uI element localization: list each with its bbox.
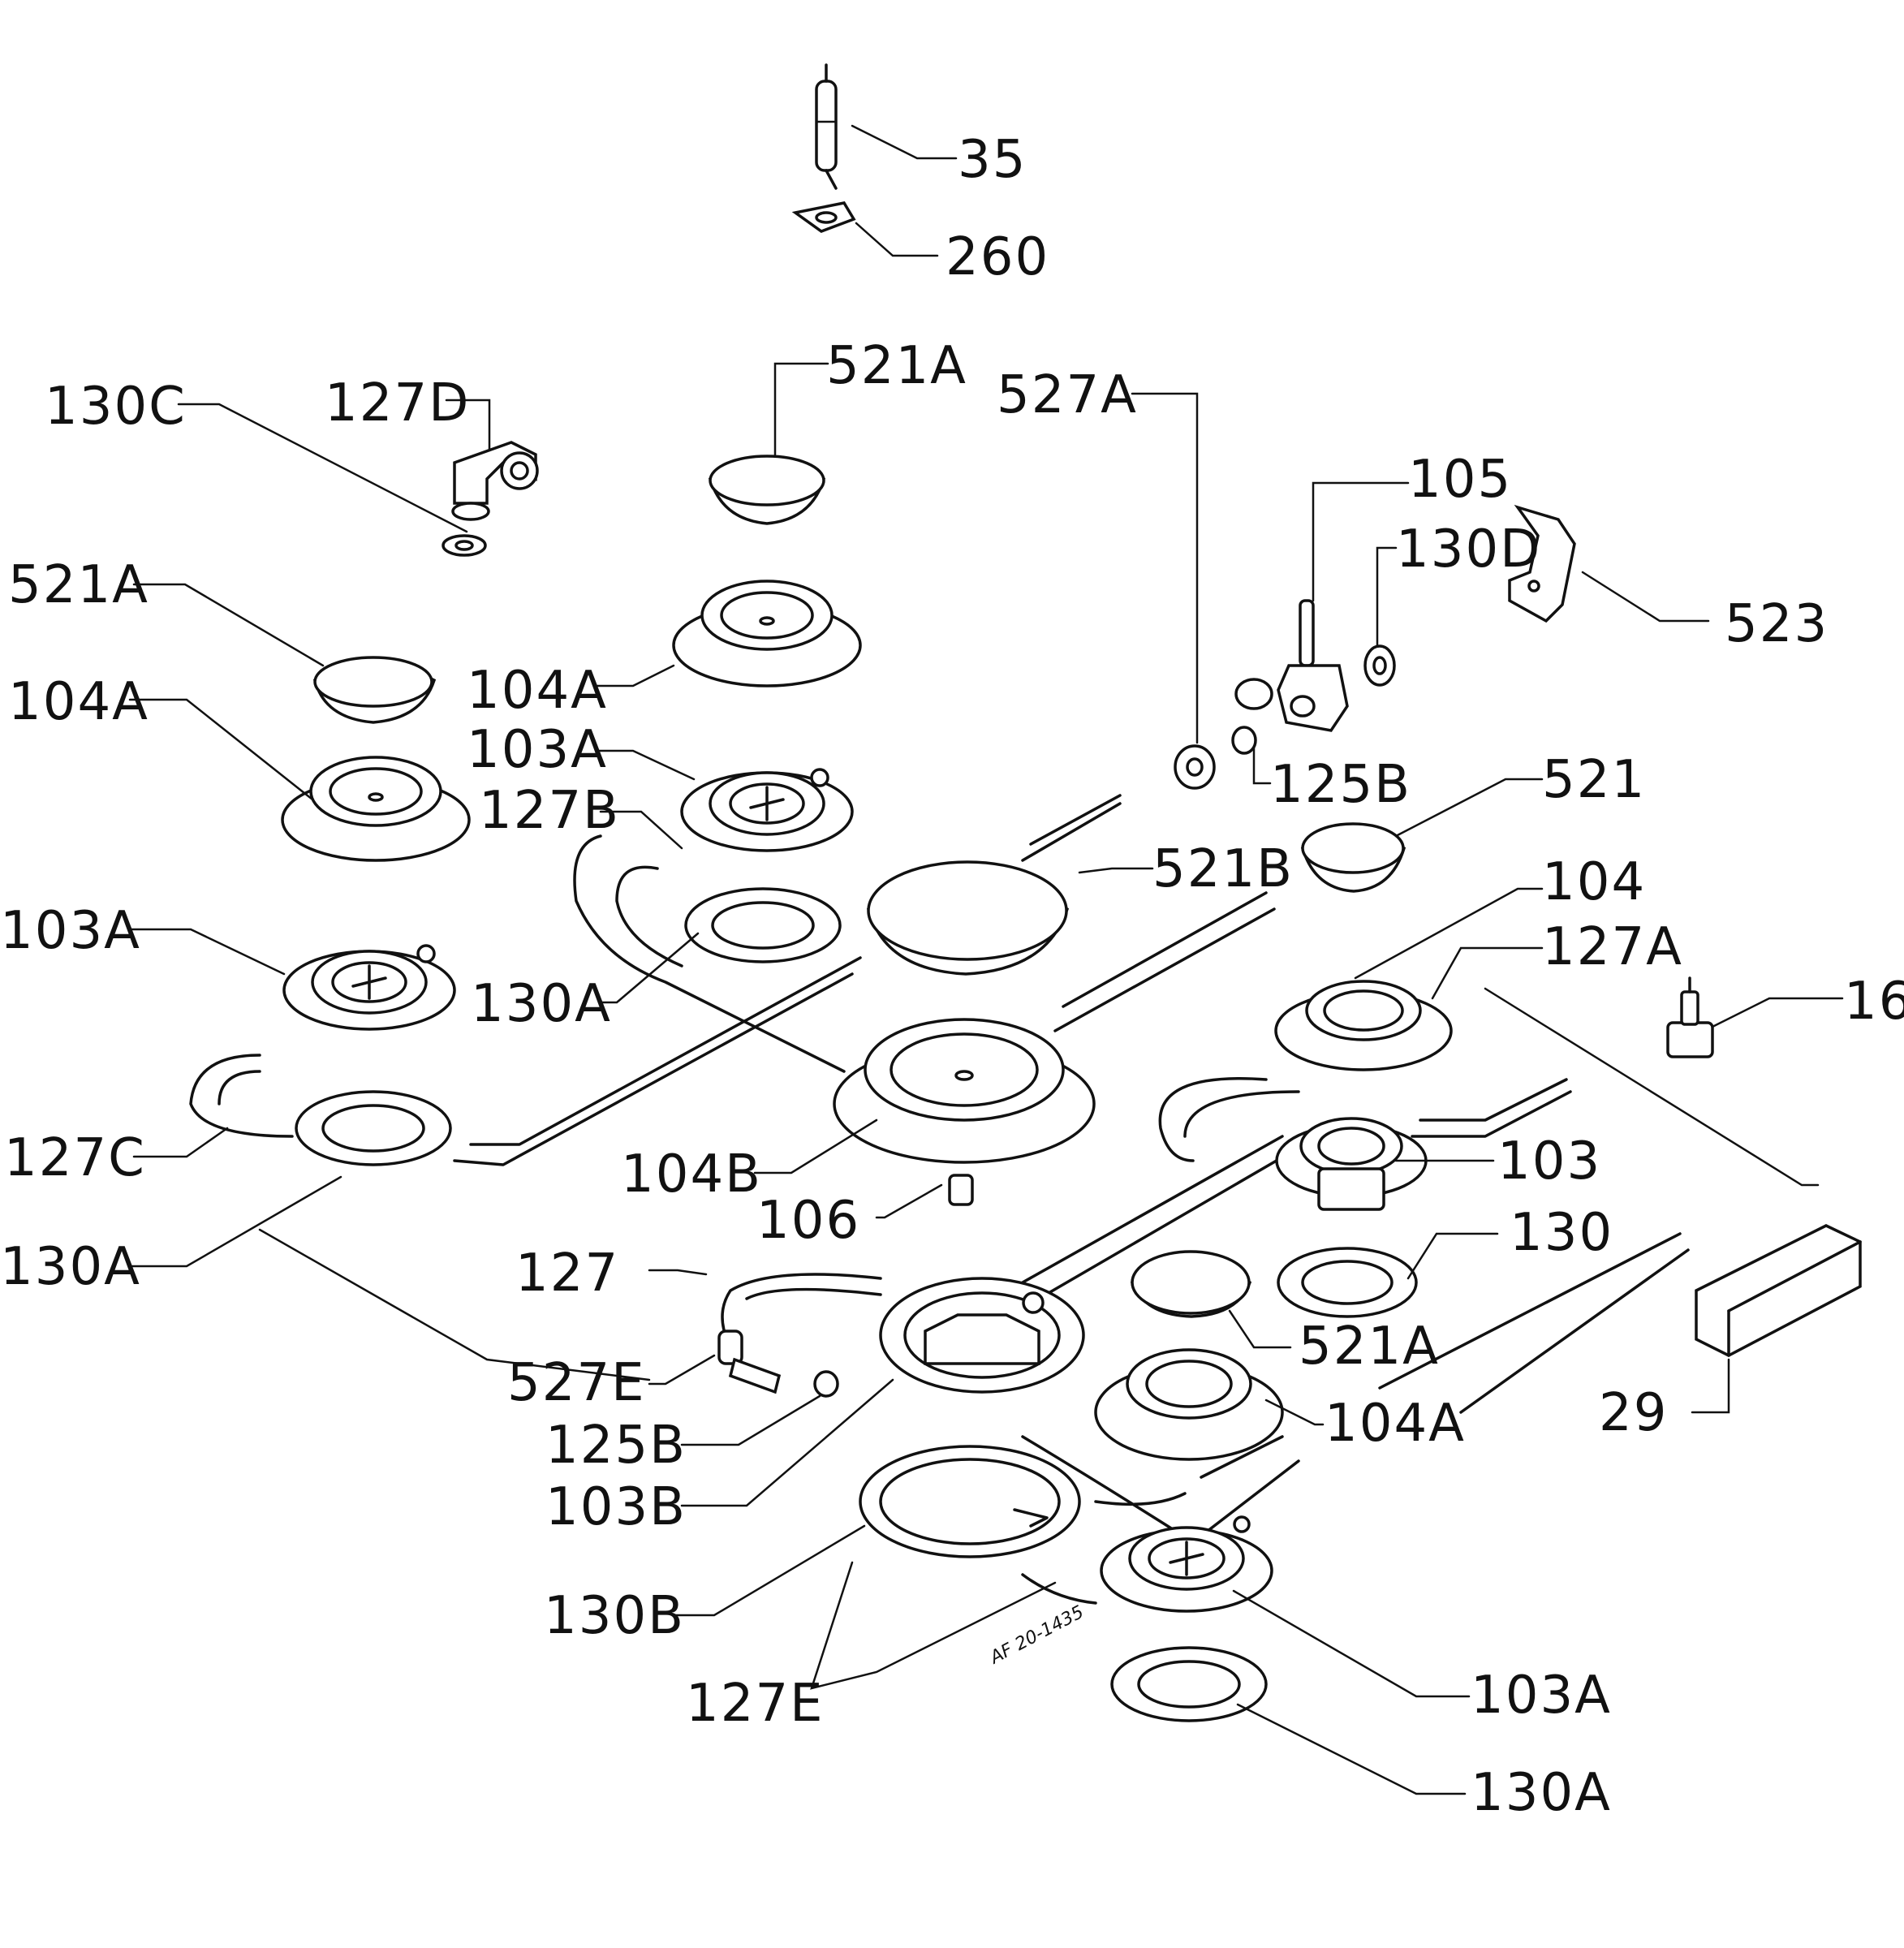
part-103a-bottom-crown: [1100, 1515, 1273, 1613]
label-103a-bottom: 103A: [1471, 1666, 1612, 1726]
part-105-valve: [1234, 599, 1349, 732]
part-125b-top-nut: [1231, 726, 1257, 755]
label-521a-left: 521A: [8, 555, 149, 615]
label-104a-left: 104A: [8, 672, 149, 732]
label-104b: 104B: [621, 1144, 762, 1205]
part-521a-top-cap: [708, 455, 826, 525]
part-35-electrode: [815, 63, 838, 190]
label-125b-top: 125B: [1270, 755, 1411, 815]
label-523: 523: [1725, 594, 1829, 654]
part-130a-left-ring: [295, 1090, 452, 1166]
part-104-burner: [1274, 980, 1453, 1071]
label-521: 521: [1542, 750, 1646, 810]
label-127b: 127B: [479, 781, 620, 841]
part-527a-nut: [1174, 744, 1216, 790]
part-521-cap: [1300, 822, 1406, 893]
part-104b-big-burner: [833, 1018, 1096, 1164]
label-105: 105: [1408, 450, 1512, 510]
part-labels: 35 260 521A 527A 130C 127D 105 130D 523 …: [0, 130, 1904, 1823]
label-130a-bottom: 130A: [1471, 1763, 1612, 1823]
label-527a: 527A: [997, 365, 1138, 425]
label-521b: 521B: [1152, 839, 1294, 899]
label-130a-mid: 130A: [471, 974, 612, 1034]
label-103a-left: 103A: [0, 901, 141, 961]
part-521a-left-cap: [312, 656, 437, 724]
part-103b-crown: [879, 1277, 1085, 1394]
part-130a-mid-ring: [684, 887, 842, 963]
label-130: 130: [1510, 1203, 1613, 1263]
part-130d-washer: [1363, 644, 1396, 687]
label-104a-top: 104A: [467, 661, 608, 721]
part-104a-top-burner: [672, 580, 862, 687]
label-103: 103: [1497, 1131, 1601, 1192]
part-29-rail: [1695, 1224, 1862, 1357]
part-130c-washer: [442, 534, 487, 557]
label-521a-top: 521A: [826, 336, 967, 396]
label-127e: 127E: [686, 1674, 825, 1734]
part-130b-ring: [859, 1445, 1081, 1558]
label-527e: 527E: [507, 1353, 646, 1413]
label-125b-bottom: 125B: [545, 1416, 687, 1476]
part-521a-right-cap: [1130, 1250, 1252, 1318]
part-104a-right-burner: [1094, 1348, 1284, 1461]
label-104: 104: [1542, 852, 1646, 912]
label-127a: 127A: [1542, 917, 1683, 977]
label-521a-right: 521A: [1299, 1317, 1440, 1377]
label-103a-top: 103A: [467, 720, 608, 780]
label-260: 260: [946, 227, 1049, 287]
part-130-ring: [1277, 1247, 1418, 1318]
part-125b-bottom-nut: [813, 1370, 839, 1398]
label-127c: 127C: [4, 1128, 146, 1188]
part-106-injector: [948, 1174, 974, 1206]
label-130d: 130D: [1396, 519, 1541, 580]
part-521b-big-cap: [867, 860, 1070, 976]
label-106: 106: [756, 1191, 860, 1251]
part-103a-top-crown: [680, 768, 854, 852]
part-103a-left-crown: [282, 944, 456, 1031]
label-127: 127: [515, 1243, 619, 1304]
label-130a-left: 130A: [0, 1237, 141, 1297]
label-16: 16: [1844, 972, 1904, 1032]
part-523-bracket: [1508, 504, 1576, 623]
part-260-clip: [791, 201, 856, 233]
part-127d-elbow: [451, 441, 539, 521]
label-104a-right: 104A: [1325, 1394, 1466, 1454]
label-103b: 103B: [545, 1477, 687, 1537]
label-35: 35: [958, 130, 1027, 190]
label-29: 29: [1599, 1383, 1668, 1443]
drawing-reference-note: AF 20-1435: [985, 1602, 1087, 1669]
part-103-crown: [1275, 1117, 1428, 1211]
part-104a-left-burner: [281, 756, 471, 862]
label-130b: 130B: [544, 1586, 685, 1646]
leader-lines: [128, 124, 1844, 1795]
part-130a-bottom-ring: [1110, 1646, 1268, 1722]
label-130c: 130C: [45, 377, 187, 437]
part-527e-elbow: [717, 1330, 782, 1394]
gas-pipes: [189, 794, 1690, 1605]
label-127d: 127D: [325, 373, 470, 433]
part-16-switch: [1666, 976, 1714, 1058]
